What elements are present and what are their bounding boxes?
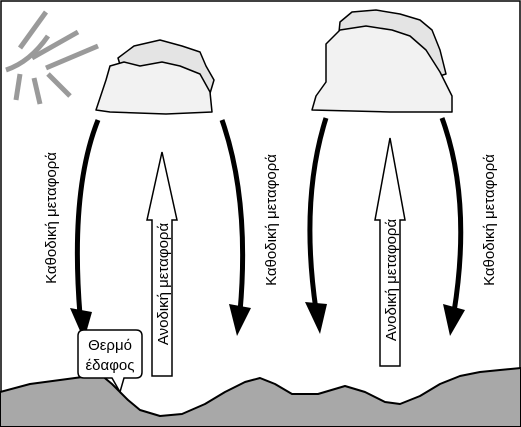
upward-label-2: Ανοδική μεταφορά bbox=[383, 219, 400, 342]
upward-label-1: Ανοδική μεταφορά bbox=[155, 223, 172, 346]
warm-ground-label-line1: Θερμό bbox=[88, 337, 132, 354]
downward-arrow-3 bbox=[305, 117, 329, 334]
sun-icon bbox=[5, 10, 99, 105]
warm-ground-callout: Θερμό έδαφος bbox=[77, 329, 143, 394]
downward-arrow-2 bbox=[219, 119, 251, 336]
upward-arrow-1 bbox=[146, 151, 178, 377]
cloud-icon bbox=[311, 9, 453, 113]
downward-label-1: Καθοδική μεταφορά bbox=[43, 152, 60, 284]
cloud-icon bbox=[95, 39, 215, 115]
downward-label-3: Καθοδική μεταφορά bbox=[481, 154, 498, 286]
upward-arrow-2 bbox=[374, 137, 406, 367]
downward-label-2: Καθοδική μεταφορά bbox=[263, 154, 280, 286]
warm-ground-label-line2: έδαφος bbox=[85, 357, 134, 374]
downward-arrow-4 bbox=[439, 117, 465, 336]
downward-arrow-1 bbox=[70, 119, 101, 340]
warm-ground bbox=[0, 367, 521, 427]
